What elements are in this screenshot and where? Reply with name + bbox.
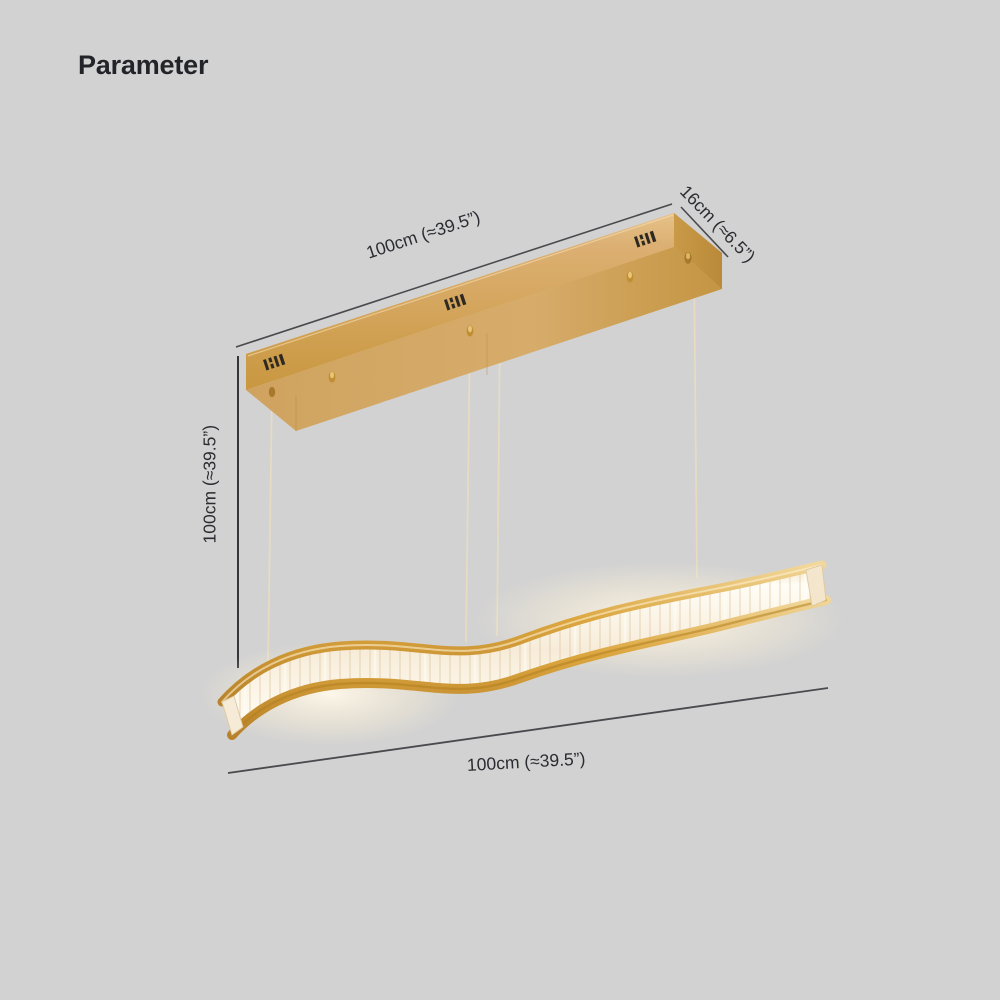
dimension-line-canopy-width [235, 203, 673, 348]
page-title: Parameter [78, 50, 209, 80]
dimension-label-drop-height: 100cm (≈39.5”) [199, 424, 220, 544]
suspension-cable-icon [267, 261, 698, 665]
vent-slot-icon [263, 230, 657, 371]
ceiling-canopy [246, 213, 722, 431]
screw-boss-icon [268, 252, 692, 398]
crystal-wave-fixture [200, 560, 845, 746]
dimension-line-fixture-width [227, 687, 829, 774]
dimension-line-canopy-depth [680, 206, 729, 258]
